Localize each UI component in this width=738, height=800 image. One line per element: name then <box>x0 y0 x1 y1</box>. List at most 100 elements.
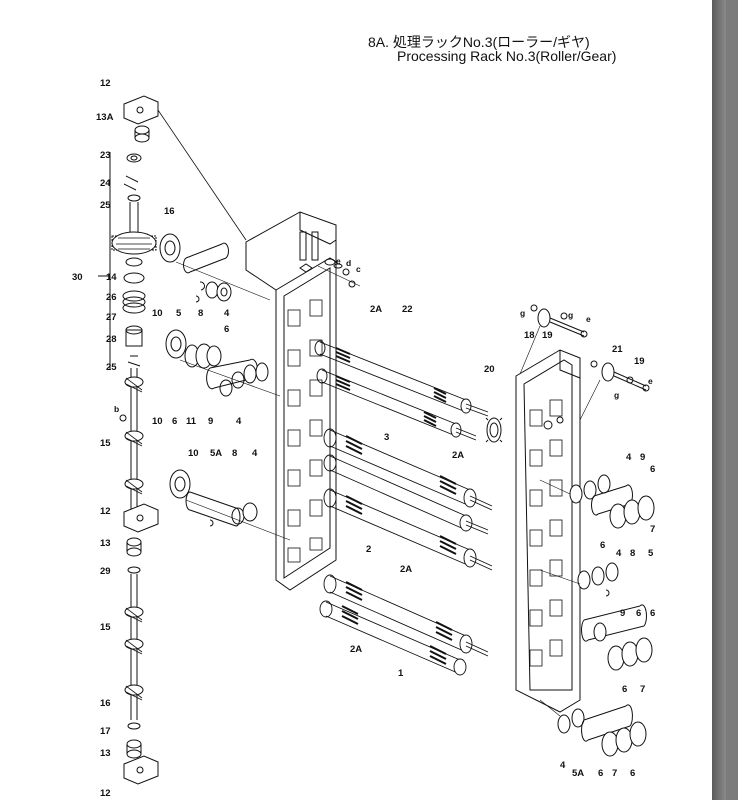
page-edge-shadow <box>712 0 726 800</box>
right-side-plate <box>515 349 581 713</box>
right-top-components <box>519 304 650 421</box>
callout: 6 <box>224 324 229 335</box>
callout: 6 <box>650 464 655 475</box>
callout: 8 <box>232 448 237 459</box>
callout: 19 <box>634 356 645 367</box>
callout: e <box>336 256 341 266</box>
callout: 10 <box>152 416 163 427</box>
callout: 2A <box>350 644 362 655</box>
callout: 9 <box>640 452 645 463</box>
callout: 21 <box>612 344 623 355</box>
callout: 6 <box>598 768 603 779</box>
callout: 25 <box>100 200 111 211</box>
callout: c <box>356 264 361 274</box>
roller-2A-bottom <box>319 600 467 676</box>
callout: 5A <box>210 448 222 459</box>
callout: 28 <box>106 334 117 345</box>
callout: 12 <box>100 78 111 89</box>
callout: 1 <box>398 668 404 679</box>
callout: 5A <box>572 768 584 779</box>
exploded-parts-diagram: 12 13A 23 24 25 16 30 14 26 27 28 25 b 1… <box>72 78 655 799</box>
callout: g <box>568 310 573 320</box>
roller-2A-mid <box>323 454 489 535</box>
callout: 4 <box>626 452 632 463</box>
callout: 2A <box>452 450 464 461</box>
callout: 24 <box>100 178 111 189</box>
callout: 8 <box>198 308 203 319</box>
callout: 16 <box>100 698 111 709</box>
callout: 3 <box>384 432 389 443</box>
roller-1 <box>323 574 489 657</box>
callout: 6 <box>172 416 177 427</box>
callout: 4 <box>224 308 230 319</box>
callout: 7 <box>612 768 617 779</box>
callout: g <box>614 390 619 400</box>
callout: 6 <box>600 540 605 551</box>
callout: e <box>586 314 591 324</box>
callout: 9 <box>620 608 625 619</box>
left-gear-group-bottom <box>169 469 291 541</box>
callout: 30 <box>72 272 83 283</box>
callout: 5 <box>648 548 654 559</box>
callout: 19 <box>542 330 553 341</box>
callout: 4 <box>560 760 566 771</box>
callout: 10 <box>188 448 199 459</box>
callout: 2A <box>370 304 382 315</box>
left-gear-group-mid <box>165 329 281 397</box>
callout: 7 <box>640 684 645 695</box>
callout: 5 <box>176 308 182 319</box>
callout: 6 <box>636 608 641 619</box>
parts-diagram-page: 12 13A 23 24 25 16 30 14 26 27 28 25 b 1… <box>0 0 712 800</box>
callout: 8 <box>630 548 635 559</box>
diagram-title-english: Processing Rack No.3(Roller/Gear) <box>397 48 617 64</box>
callout: 7 <box>650 524 655 535</box>
rollers <box>314 340 493 676</box>
callout: 4 <box>252 448 258 459</box>
top-fasteners <box>317 258 361 288</box>
roller-3 <box>323 428 493 511</box>
roller-2A-top <box>316 368 477 441</box>
callout: 2 <box>366 544 371 555</box>
callout: 9 <box>208 416 213 427</box>
callout: 15 <box>100 438 111 449</box>
callout: 25 <box>106 362 117 373</box>
right-gear-group-3 <box>539 699 647 757</box>
roller-22 <box>314 340 489 417</box>
callout-labels: 12 13A 23 24 25 16 30 14 26 27 28 25 b 1… <box>72 78 655 799</box>
roller-2 <box>323 488 493 571</box>
callout: 11 <box>186 416 197 427</box>
callout: 14 <box>106 272 117 283</box>
callout: 6 <box>622 684 627 695</box>
callout: 2A <box>400 564 412 575</box>
callout: 6 <box>630 768 635 779</box>
callout: 15 <box>100 622 111 633</box>
callout: e <box>648 376 653 386</box>
right-gear-group-1 <box>539 474 655 529</box>
left-side-plate <box>245 211 337 591</box>
callout: 4 <box>616 548 622 559</box>
callout: 12 <box>100 506 111 517</box>
callout: 22 <box>402 304 413 315</box>
callout: 10 <box>152 308 163 319</box>
callout: 17 <box>100 726 111 737</box>
right-gear-group-2 <box>539 562 653 671</box>
callout: 26 <box>106 292 117 303</box>
left-gear-group-top <box>159 233 271 303</box>
callout: 12 <box>100 788 111 799</box>
callout: 13 <box>100 748 111 759</box>
gear-20 <box>485 417 503 443</box>
callout: 27 <box>106 312 117 323</box>
callout: 18 <box>524 330 535 341</box>
callout: 13A <box>96 112 114 123</box>
callout: 20 <box>484 364 495 375</box>
callout: g <box>520 308 525 318</box>
callout: 6 <box>650 608 655 619</box>
callout: 29 <box>100 566 111 577</box>
callout: 23 <box>100 150 111 161</box>
callout: 16 <box>164 206 175 217</box>
callout: 4 <box>236 416 242 427</box>
callout: 13 <box>100 538 111 549</box>
diagram-title-japanese: 8A. 処理ラックNo.3(ローラー/ギヤ) <box>368 34 590 50</box>
left-shaft-assembly <box>98 95 247 785</box>
